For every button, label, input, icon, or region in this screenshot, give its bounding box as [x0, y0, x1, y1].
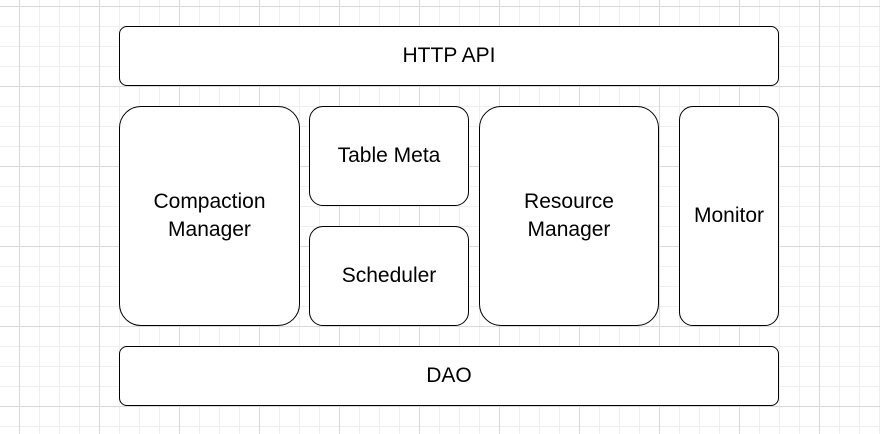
table-meta-box: Table Meta — [309, 106, 469, 206]
http-api-label: HTTP API — [402, 44, 496, 67]
monitor-box: Monitor — [679, 106, 779, 326]
scheduler-label: Scheduler — [341, 264, 437, 287]
resource-manager-label: Resource Manager — [524, 190, 614, 241]
monitor-label: Monitor — [693, 204, 765, 227]
scheduler-box: Scheduler — [309, 226, 469, 326]
dao-label: DAO — [426, 364, 472, 387]
compaction-manager-box: Compaction Manager — [119, 106, 300, 326]
table-meta-label: Table Meta — [337, 144, 441, 167]
resource-manager-box: Resource Manager — [479, 106, 659, 326]
compaction-manager-label: Compaction Manager — [153, 190, 266, 241]
http-api-box: HTTP API — [119, 26, 779, 86]
dao-box: DAO — [119, 346, 779, 406]
